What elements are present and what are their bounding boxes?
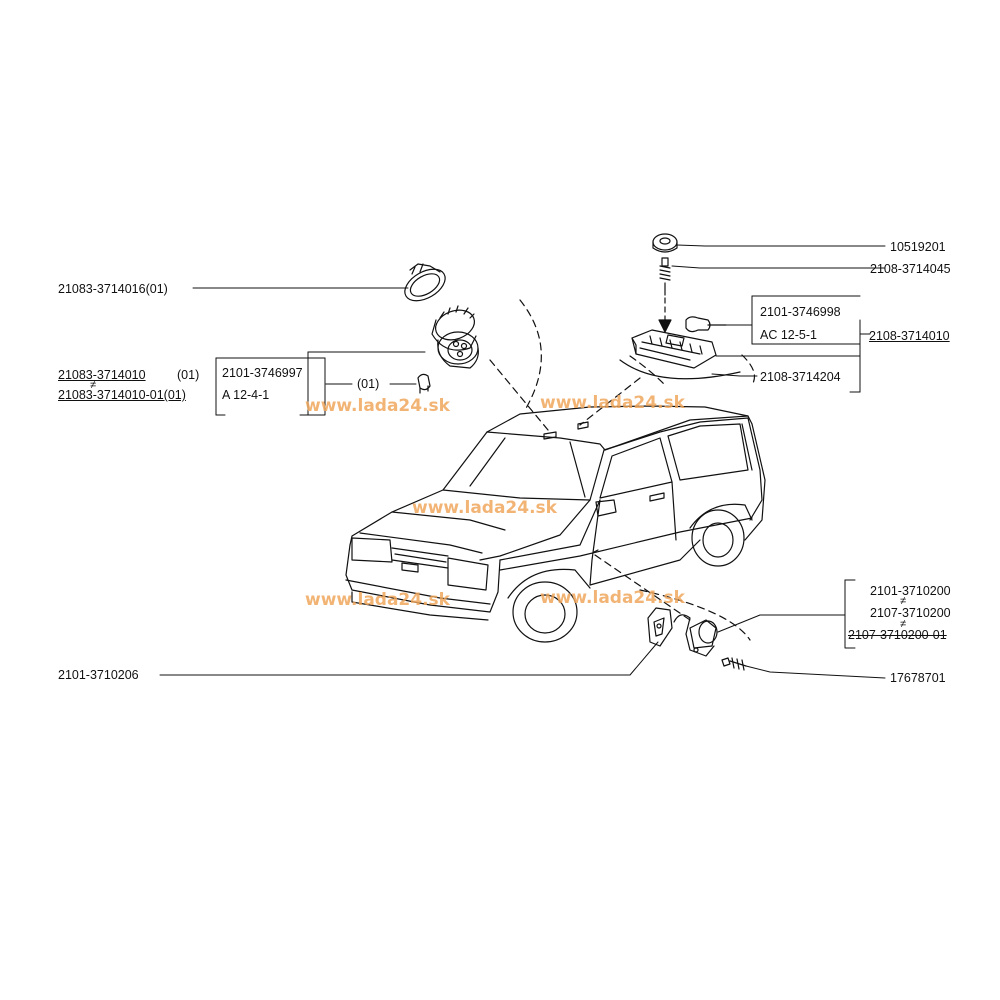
part-label-2101-3710200: 2101-3710200 bbox=[870, 584, 951, 598]
part-label-21083-3714016: 21083-3714016(01) bbox=[58, 282, 168, 296]
callout-dashes bbox=[489, 299, 755, 641]
watermark: www.lada24.sk bbox=[305, 590, 450, 610]
roof-lamp-parts bbox=[619, 233, 741, 380]
part-label-2108-3714204: 2108-3714204 bbox=[760, 370, 841, 384]
part-label-2101-3710206: 2101-3710206 bbox=[58, 668, 139, 682]
inner-lamp-parts bbox=[404, 263, 479, 394]
not-equal-symbol-3: ≠ bbox=[900, 618, 907, 630]
part-number-underlined: 21083-3714010-01(01) bbox=[58, 388, 186, 402]
part-label-2107-3710200-01: 2107-3710200-01 bbox=[848, 628, 947, 642]
part-label-2101-3746997: 2101-3746997 bbox=[222, 366, 303, 380]
door-switch-parts bbox=[647, 607, 747, 671]
watermark: www.lada24.sk bbox=[412, 498, 557, 518]
watermark: www.lada24.sk bbox=[305, 396, 450, 416]
part-label-2107-3710200: 2107-3710200 bbox=[870, 606, 951, 620]
not-equal-symbol-2: ≠ bbox=[900, 595, 907, 607]
watermark: www.lada24.sk bbox=[540, 588, 685, 608]
part-label-21083-3714010-suffix: (01) bbox=[177, 368, 200, 382]
part-label-2108-3714045: 2108-3714045 bbox=[870, 262, 951, 276]
part-label-a-12-4-1: A 12-4-1 bbox=[222, 388, 270, 402]
part-label-21083-3714010: 21083-3714010 bbox=[58, 368, 146, 382]
watermark: www.lada24.sk bbox=[540, 393, 685, 413]
part-label-21083-3714010-01: 21083-3714010-01(01) bbox=[58, 388, 186, 402]
part-label-01: (01) bbox=[357, 377, 380, 391]
part-label-10519201: 10519201 bbox=[890, 240, 946, 254]
part-label-17678701: 17678701 bbox=[890, 671, 946, 685]
part-label-ac-12-5-1: AC 12-5-1 bbox=[760, 328, 817, 342]
leader-lines bbox=[159, 244, 886, 679]
not-equal-symbol: ≠ bbox=[90, 379, 97, 391]
part-label-2108-3714010: 2108-3714010 bbox=[869, 329, 950, 343]
car-illustration bbox=[345, 405, 766, 643]
part-label-2101-3746998: 2101-3746998 bbox=[760, 305, 841, 319]
